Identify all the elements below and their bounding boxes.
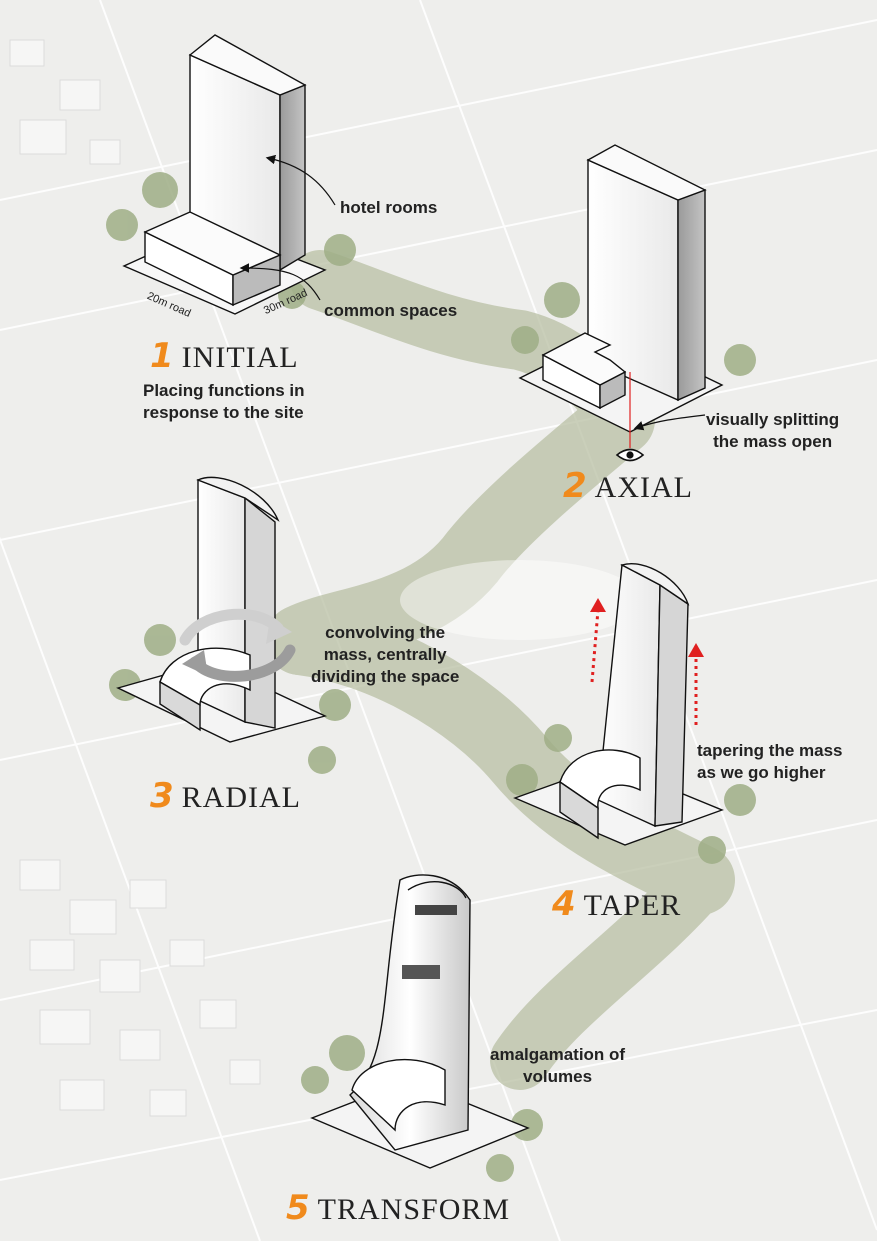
step-3-caption: convolving the mass, centrally dividing … <box>311 623 460 686</box>
step-4-heading: 4 TAPER <box>552 884 681 924</box>
step-3-title: RADIAL <box>181 781 301 814</box>
model-taper <box>513 563 724 846</box>
label-common-spaces: common spaces <box>324 301 458 320</box>
taper-arrowhead-2 <box>688 643 704 657</box>
model-axial <box>518 144 724 433</box>
foliage-mist <box>400 560 640 640</box>
step-2-caption: visually splitting the mass open <box>706 410 840 451</box>
step-4-title: TAPER <box>583 889 682 922</box>
step-3-number: 3 <box>150 776 174 816</box>
arrow-split <box>633 414 706 431</box>
step-3-heading: 3 RADIAL <box>150 776 301 816</box>
step-1-caption: Placing functions in response to the sit… <box>143 381 305 422</box>
trees <box>106 172 756 1182</box>
step-2-heading: 2 AXIAL <box>563 466 693 506</box>
step-2-number: 2 <box>563 466 587 506</box>
step-1-title: INITIAL <box>181 341 299 374</box>
label-hotel-rooms: hotel rooms <box>340 198 438 217</box>
eye-icon <box>615 448 645 462</box>
step-4-caption: tapering the mass as we go higher <box>697 741 843 782</box>
step-5-number: 5 <box>286 1188 310 1228</box>
model-transform <box>310 874 530 1169</box>
step-1-heading: 1 INITIAL <box>150 336 299 376</box>
background-buildings <box>9 39 261 1117</box>
taper-arrows <box>590 609 698 725</box>
taper-arrowhead-1 <box>590 598 606 612</box>
step-2-title: AXIAL <box>594 471 693 504</box>
step-1-number: 1 <box>150 336 174 376</box>
step-4-number: 4 <box>552 884 576 924</box>
step-5-caption: amalgamation of volumes <box>490 1045 626 1086</box>
rotate-arrows-icon <box>179 608 296 682</box>
step-5-title: TRANSFORM <box>317 1193 511 1226</box>
arrow-hotel-rooms <box>265 154 336 206</box>
arrow-common-spaces <box>239 263 321 301</box>
step-5-heading: 5 TRANSFORM <box>286 1188 510 1228</box>
model-initial <box>122 34 327 315</box>
